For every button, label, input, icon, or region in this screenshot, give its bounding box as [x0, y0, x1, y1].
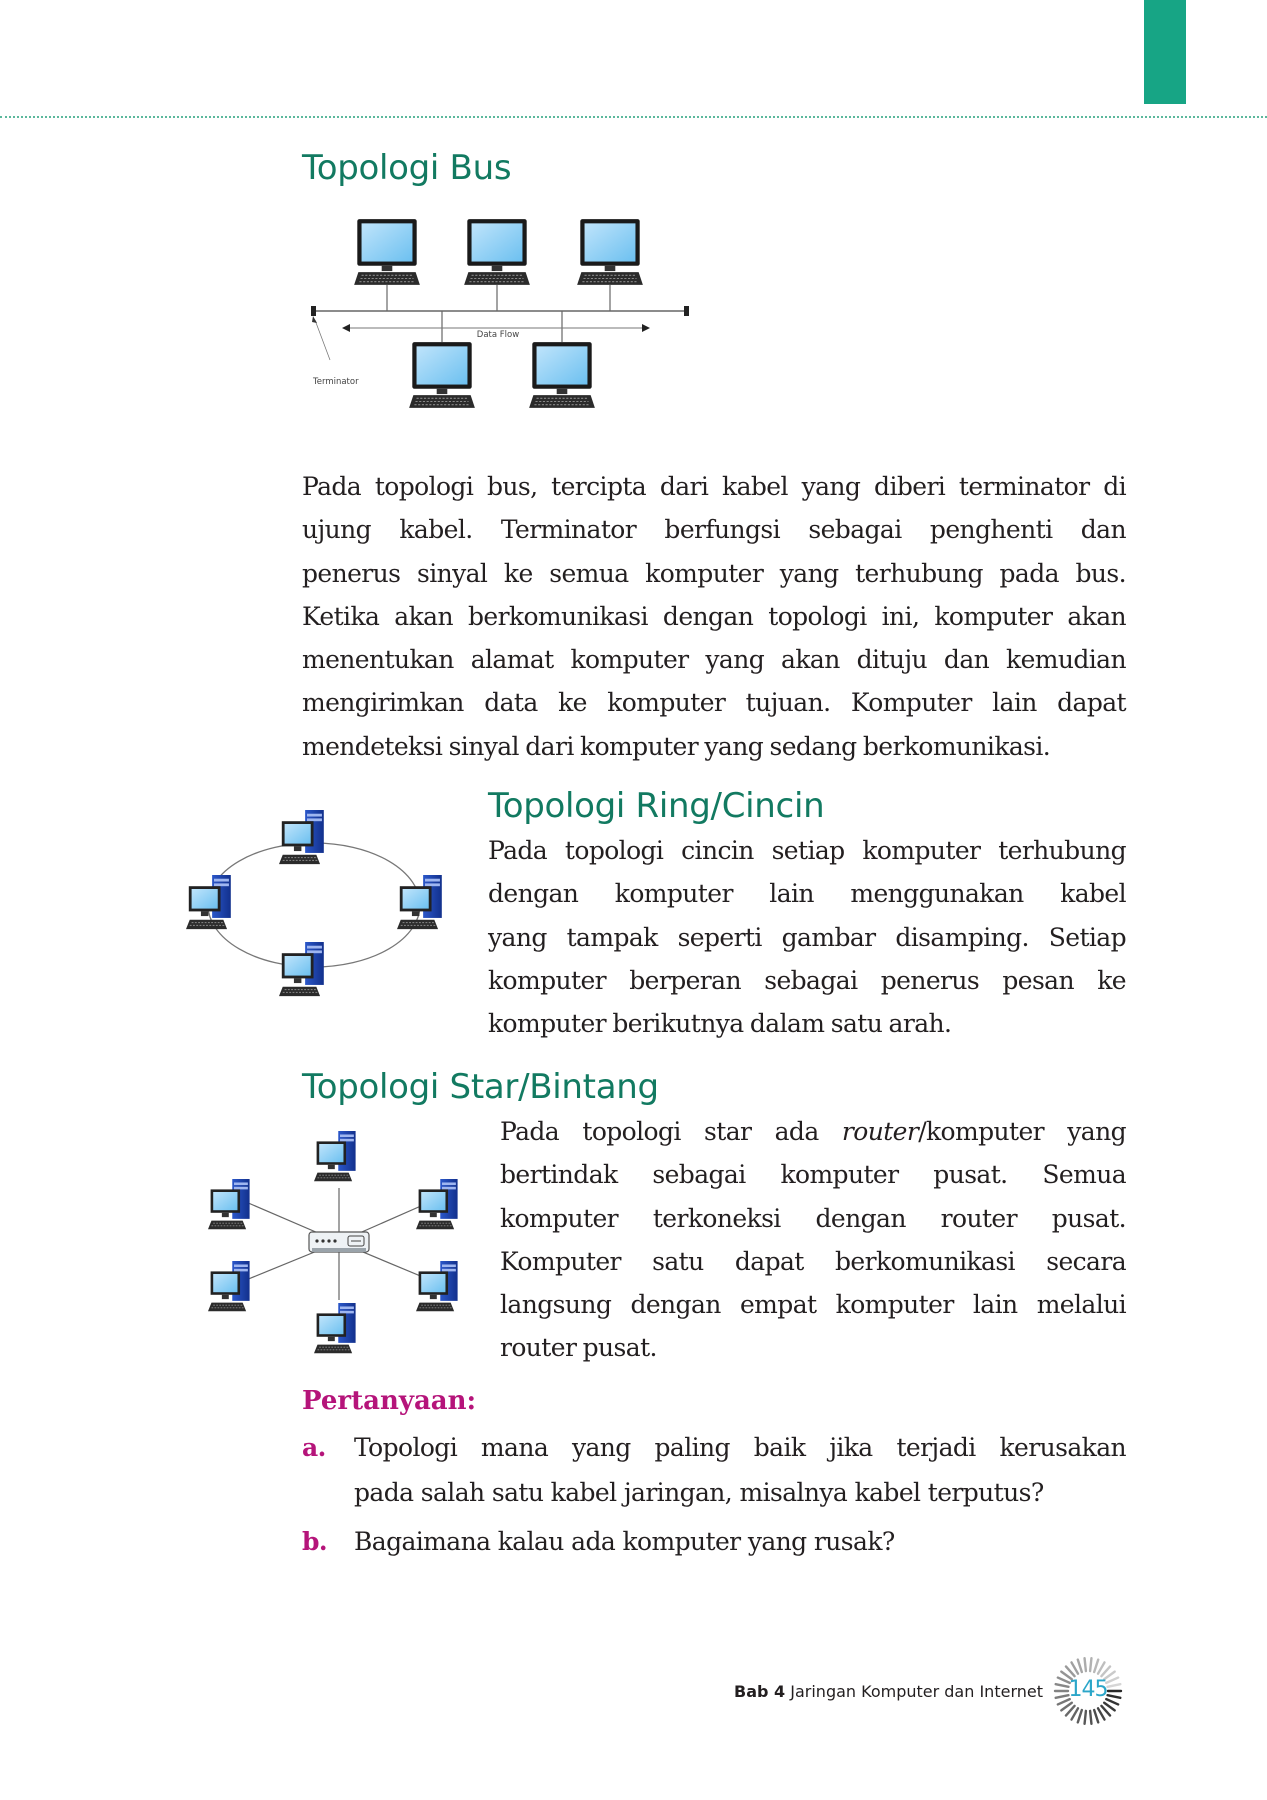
question-item: b. Bagaimana kalau ada komputer yang rus… [302, 1519, 1126, 1565]
bus-topology-title: Topologi Bus [302, 148, 512, 188]
paragraph-line: dengan komputer lain menggunakan kabel [488, 879, 1127, 909]
ring-description: Pada topologi cincin setiap komputer ter… [488, 829, 1127, 1045]
chapter-footer: Bab 4 Jaringan Komputer dan Internet [734, 1682, 1043, 1701]
paragraph-line: komputer terkoneksi dengan router pusat. [500, 1203, 1127, 1233]
terminator-label: Terminator [312, 377, 359, 387]
computer-icon [186, 874, 232, 930]
paragraph-line: Pada topologi bus, tercipta dari kabel y… [302, 472, 1127, 501]
computer-icon [408, 341, 476, 409]
computer-icon [314, 1302, 357, 1354]
questions-title: Pertanyaan: [302, 1386, 477, 1416]
computer-icon [397, 874, 443, 930]
router-term: router [841, 1117, 919, 1146]
paragraph-line: Pada topologi star ada router/komputer y… [500, 1110, 1127, 1153]
star-description: Pada topologi star ada router/komputer y… [500, 1110, 1127, 1370]
computer-icon [416, 1260, 459, 1312]
text-fragment: /komputer yang [918, 1117, 1127, 1146]
ring-topology-diagram [186, 809, 443, 997]
page-number-badge-icon [1053, 1656, 1123, 1726]
chapter-tab-marker [1144, 0, 1186, 104]
chapter-title: Jaringan Komputer dan Internet [790, 1682, 1043, 1701]
terminator-left-icon [311, 306, 316, 316]
paragraph-line: menentukan alamat komputer yang akan dit… [302, 645, 1127, 675]
star-topology-title: Topologi Star/Bintang [302, 1067, 659, 1107]
terminator-right-icon [684, 306, 689, 316]
question-letter: b. [302, 1527, 328, 1556]
paragraph-line: komputer berikutnya dalam satu arah. [488, 1009, 952, 1039]
paragraph-line: Ketika akan berkomunikasi dengan topolog… [302, 601, 1127, 631]
question-line: Topologi mana yang paling baik jika terj… [354, 1433, 1127, 1462]
computer-icon [576, 218, 644, 286]
paragraph-line: Komputer satu dapat berkomunikasi secara [500, 1246, 1127, 1276]
paragraph-line: penerus sinyal ke semua komputer yang te… [302, 558, 1127, 588]
router-icon [308, 1231, 370, 1253]
paragraph-line: router pusat. [500, 1333, 657, 1363]
paragraph-line: mengirimkan data ke komputer tujuan. Kom… [302, 688, 1127, 718]
text-fragment: Pada topologi star ada [500, 1117, 842, 1146]
question-text: Bagaimana kalau ada komputer yang rusak? [354, 1519, 1126, 1564]
question-letter: a. [302, 1433, 326, 1462]
computer-icon [353, 218, 421, 286]
question-line: pada salah satu kabel jaringan, misalnya… [354, 1478, 1044, 1507]
ring-topology-title: Topologi Ring/Cincin [488, 786, 825, 826]
bus-topology-diagram: Data Flow Terminator [311, 218, 689, 409]
computer-icon [314, 1130, 357, 1182]
question-item: a. Topologi mana yang paling baik jika t… [302, 1425, 1127, 1517]
computer-icon [208, 1178, 251, 1230]
paragraph-line: mendeteksi sinyal dari komputer yang sed… [302, 731, 1051, 761]
paragraph-line: Pada topologi cincin setiap komputer ter… [488, 836, 1127, 865]
computer-icon [279, 941, 325, 997]
paragraph-line: komputer berperan sebagai penerus pesan … [488, 965, 1127, 995]
computer-icon [208, 1260, 251, 1312]
computer-icon [279, 809, 325, 865]
question-line: Bagaimana kalau ada komputer yang rusak? [354, 1527, 895, 1556]
paragraph-line: langsung dengan empat komputer lain mela… [500, 1290, 1127, 1320]
star-topology-diagram [208, 1130, 459, 1354]
paragraph-line: ujung kabel. Terminator berfungsi sebaga… [302, 515, 1127, 545]
arrow-left-icon [342, 324, 350, 332]
arrow-right-icon [642, 324, 650, 332]
page-number: 145 [1068, 1677, 1109, 1702]
header-dotted-rule [0, 116, 1267, 118]
chapter-number: Bab 4 [734, 1682, 786, 1701]
bus-description: Pada topologi bus, tercipta dari kabel y… [302, 465, 1127, 768]
paragraph-line: yang tampak seperti gambar disamping. Se… [488, 922, 1127, 952]
computer-icon [463, 218, 531, 286]
data-flow-label: Data Flow [477, 330, 519, 340]
computer-icon [528, 341, 596, 409]
terminator-pointer [314, 319, 331, 361]
question-text: Topologi mana yang paling baik jika terj… [354, 1425, 1127, 1515]
paragraph-line: bertindak sebagai komputer pusat. Semua [500, 1160, 1127, 1190]
computer-icon [416, 1178, 459, 1230]
